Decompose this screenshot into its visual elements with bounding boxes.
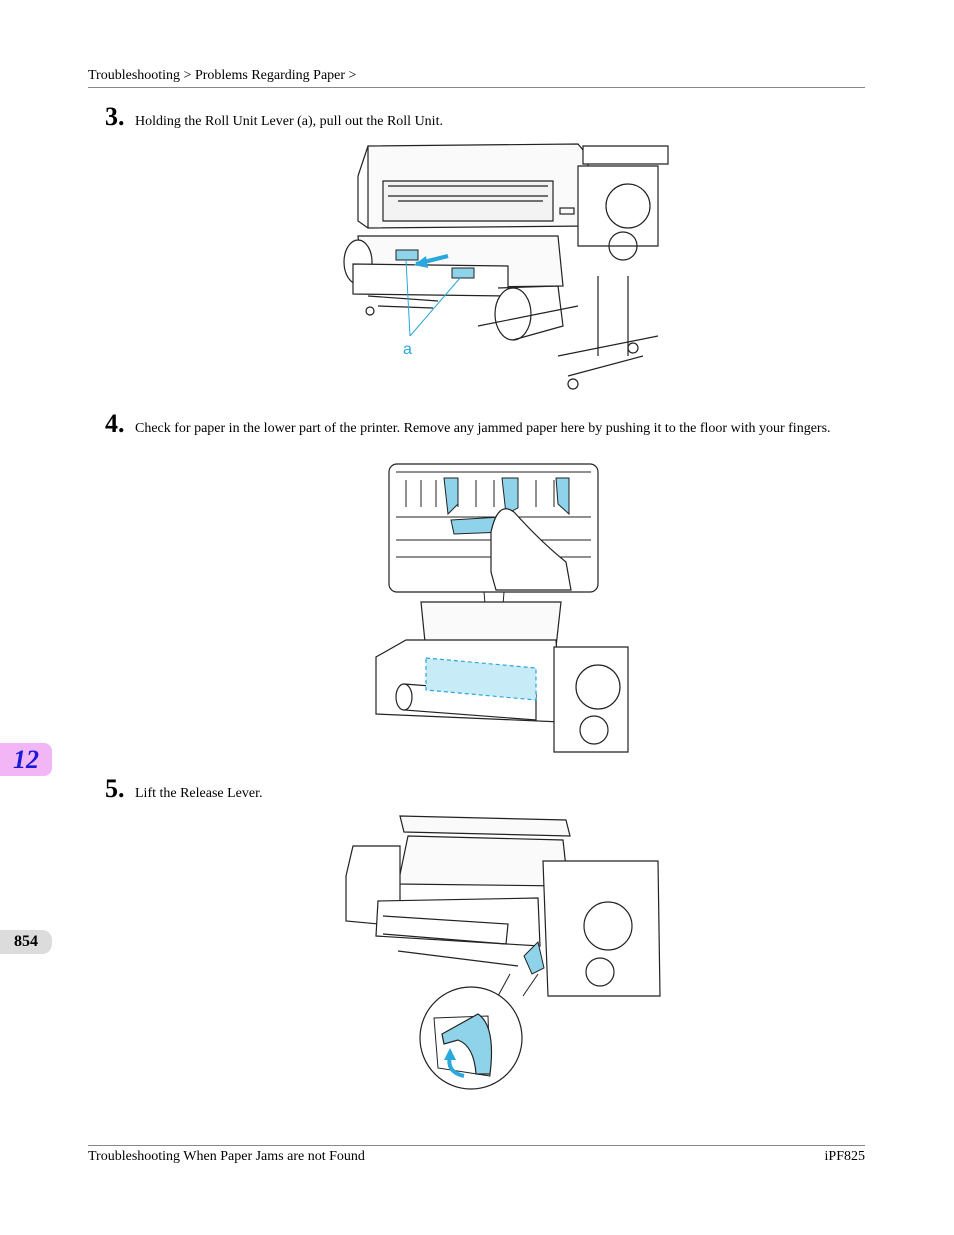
roll-unit-illustration: a [343,143,669,390]
step-4: 4. Check for paper in the lower part of … [105,411,875,461]
step-3: 3. Holding the Roll Unit Lever (a), pull… [105,104,875,134]
step-5: 5. Lift the Release Lever. [105,776,875,806]
footer: Troubleshooting When Paper Jams are not … [88,1145,865,1167]
step-number: 4. [105,409,125,438]
step-number: 5. [105,774,125,803]
jammed-paper-illustration [375,463,629,753]
footer-section-title: Troubleshooting When Paper Jams are not … [88,1149,365,1164]
step-text: Lift the Release Lever. [135,786,263,801]
breadcrumb: Troubleshooting > Problems Regarding Pap… [88,66,865,88]
callout-label: a [403,341,412,358]
step-text: Check for paper in the lower part of the… [135,421,831,436]
release-lever-illustration [345,815,661,1090]
chapter-tab[interactable]: 12 [0,743,52,776]
footer-model: iPF825 [824,1149,865,1164]
step-text: Holding the Roll Unit Lever (a), pull ou… [135,114,443,129]
step-number: 3. [105,102,125,131]
page-number-tab: 854 [0,930,52,954]
